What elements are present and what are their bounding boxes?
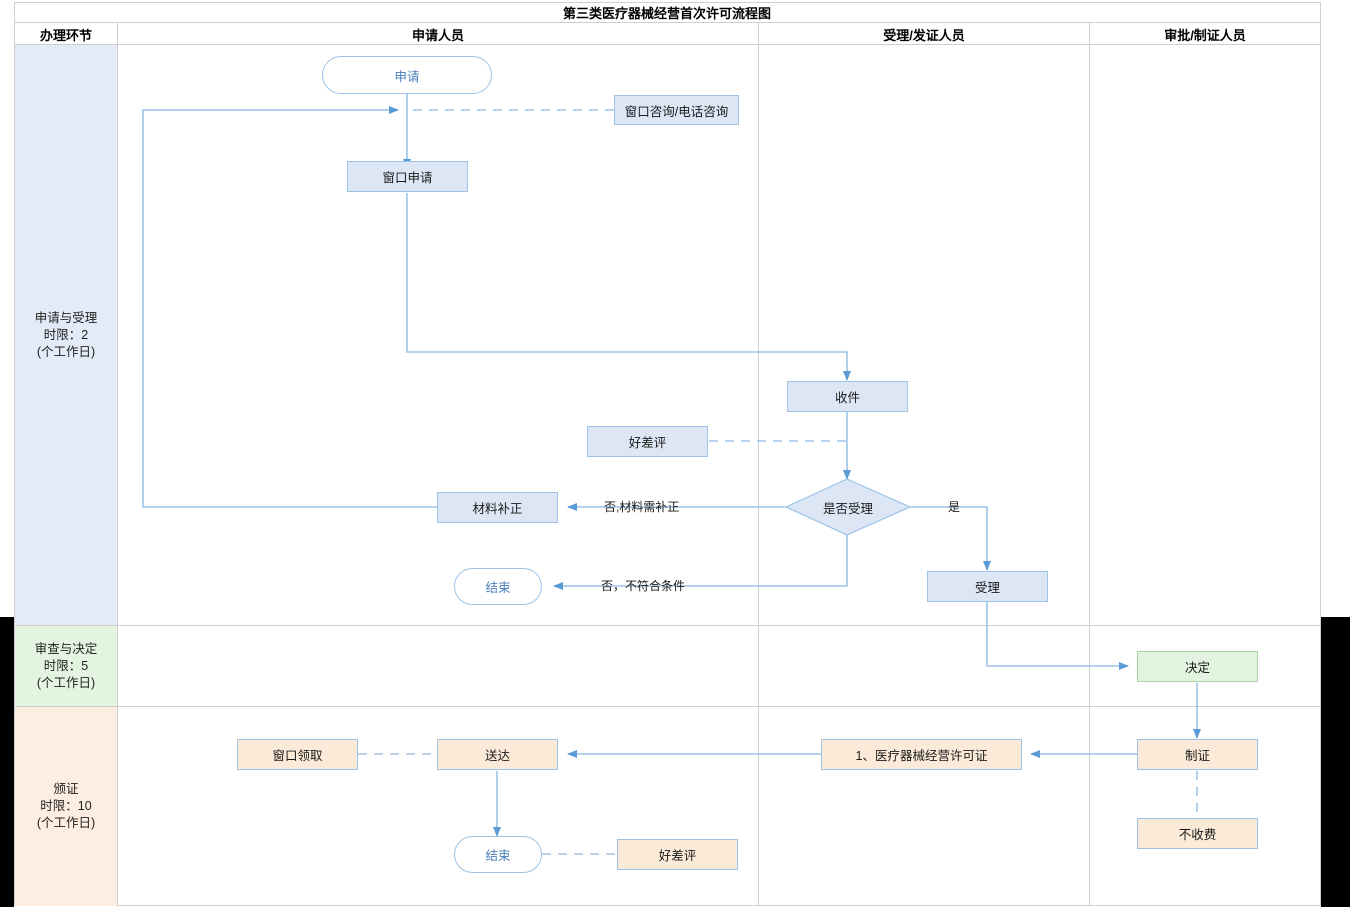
node-accepted[interactable]: 受理 (927, 571, 1048, 602)
stage-limit-1: 时限：5 (43, 658, 89, 673)
grid-line-col2 (758, 23, 759, 906)
grid-line-row2-bottom (14, 706, 1321, 707)
column-header-stage: 办理环节 (39, 27, 92, 43)
node-window-pickup[interactable]: 窗口领取 (237, 739, 358, 770)
stage-limit-0: 时限：2 (43, 327, 89, 342)
edge-label-yes: 是 (948, 500, 961, 514)
node-no-fee[interactable]: 不收费 (1137, 818, 1258, 849)
grid-line-right (1320, 2, 1321, 906)
node-material-correction[interactable]: 材料补正 (437, 492, 558, 523)
node-review-rating-bottom[interactable]: 好差评 (617, 839, 738, 870)
node-decision[interactable]: 决定 (1137, 651, 1258, 682)
left-bleed-band (0, 617, 14, 907)
column-header-applicant: 申请人员 (411, 27, 464, 43)
node-make-certificate[interactable]: 制证 (1137, 739, 1258, 770)
node-license[interactable]: 1、医疗器械经营许可证 (821, 739, 1022, 770)
stage-unit-2: (个工作日) (36, 816, 96, 830)
grid-line-top (14, 2, 1321, 3)
stage-name-1: 审查与决定 (34, 641, 98, 656)
node-consultation[interactable]: 窗口咨询/电话咨询 (614, 95, 739, 125)
stage-unit-0: (个工作日) (36, 344, 96, 359)
stage-cell-review: 审查与决定 时限：5 (个工作日) (15, 626, 117, 706)
stage-name-2: 颁证 (53, 782, 79, 796)
grid-line-bottom (14, 905, 1321, 906)
edge-label-no-not-qualified: 否，不符合条件 (601, 579, 686, 593)
column-header-approver: 审批/制证人员 (1164, 27, 1246, 43)
node-end-bottom[interactable]: 结束 (454, 836, 542, 873)
node-receive-documents[interactable]: 收件 (787, 381, 908, 412)
grid-line-header-bottom (14, 44, 1321, 45)
node-decision-accept-label: 是否受理 (822, 501, 873, 516)
grid-line-col1 (117, 23, 118, 906)
edge-label-no-need-correction: 否,材料需补正 (604, 500, 680, 514)
node-deliver[interactable]: 送达 (437, 739, 558, 770)
right-bleed-band (1321, 617, 1350, 907)
node-review-rating-top[interactable]: 好差评 (587, 426, 708, 457)
page-title: 第三类医疗器械经营首次许可流程图 (562, 6, 771, 21)
node-window-application[interactable]: 窗口申请 (347, 161, 468, 192)
stage-limit-2: 时限：10 (40, 799, 92, 813)
stage-name-0: 申请与受理 (34, 310, 98, 325)
stage-unit-1: (个工作日) (36, 675, 96, 690)
grid-line-title-bottom (14, 22, 1321, 23)
node-apply[interactable]: 申请 (322, 56, 492, 94)
grid-line-row1-bottom (14, 625, 1321, 626)
column-header-acceptor: 受理/发证人员 (883, 27, 965, 43)
stage-cell-application: 申请与受理 时限：2 (个工作日) (15, 45, 117, 625)
grid-line-left (14, 2, 15, 906)
node-decision-accept[interactable]: 是否受理 (786, 479, 910, 535)
grid-line-col3 (1089, 23, 1090, 906)
stage-cell-issuance: 颁证 时限：10 (个工作日) (15, 707, 117, 906)
node-end-top[interactable]: 结束 (454, 568, 542, 605)
